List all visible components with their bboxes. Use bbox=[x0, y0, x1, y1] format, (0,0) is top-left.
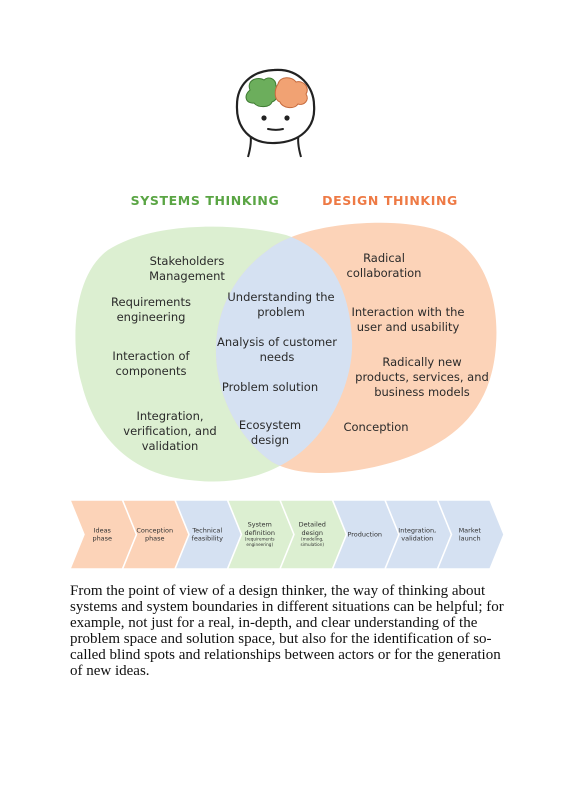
right-eye bbox=[284, 115, 290, 121]
left-eye bbox=[261, 115, 267, 121]
design-thinking-heading: DESIGN THINKING bbox=[322, 193, 458, 208]
phase-arrow-7 bbox=[436, 499, 505, 570]
venn-topic-right-3: Conception bbox=[343, 420, 408, 434]
thinker-head-illustration bbox=[235, 68, 316, 158]
systems-design-thinking-diagram: SYSTEMS THINKING DESIGN THINKING Stakeho… bbox=[68, 68, 505, 570]
venn-topic-center-2: Problem solution bbox=[222, 380, 318, 394]
phase-label-6: Integration,validation bbox=[398, 526, 436, 542]
overlap-region bbox=[215, 226, 353, 473]
mouth bbox=[267, 128, 284, 131]
caption-paragraph: From the point of view of a design think… bbox=[70, 583, 504, 679]
phase-sublabel-4: (modeling,simulation) bbox=[301, 537, 325, 547]
phase-label-5: Production bbox=[347, 531, 382, 539]
brain-right-orange-lobe bbox=[274, 77, 308, 109]
systems-thinking-heading: SYSTEMS THINKING bbox=[131, 193, 280, 208]
